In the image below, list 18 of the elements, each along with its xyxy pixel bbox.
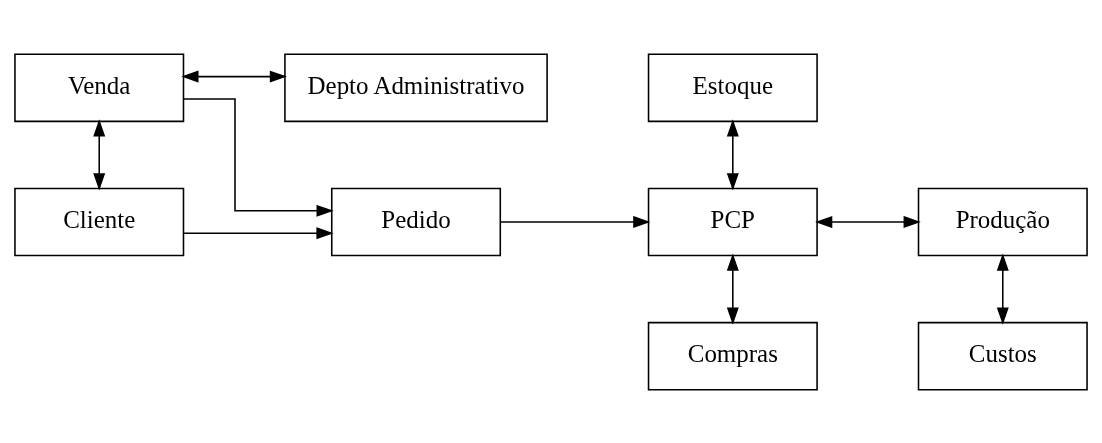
- node-box: Estoque: [647, 52, 818, 122]
- node-box: PCP: [647, 187, 818, 256]
- arrow: [181, 70, 287, 83]
- arrow: [815, 215, 921, 228]
- node-box: Cliente: [14, 187, 185, 256]
- node-box: Depto Administrativo: [284, 52, 548, 122]
- arrow: [996, 253, 1009, 325]
- arrow: [726, 118, 739, 190]
- arrow: [726, 253, 739, 325]
- arrow: [182, 226, 334, 239]
- node-box: Produção: [917, 187, 1088, 256]
- node-box: Pedido: [330, 187, 502, 256]
- arrow: [182, 97, 334, 217]
- node-box: Venda: [14, 52, 185, 122]
- node-box: Custos: [917, 321, 1088, 391]
- node-box: Compras: [647, 321, 818, 391]
- arrow: [499, 215, 651, 228]
- arrow: [93, 118, 106, 190]
